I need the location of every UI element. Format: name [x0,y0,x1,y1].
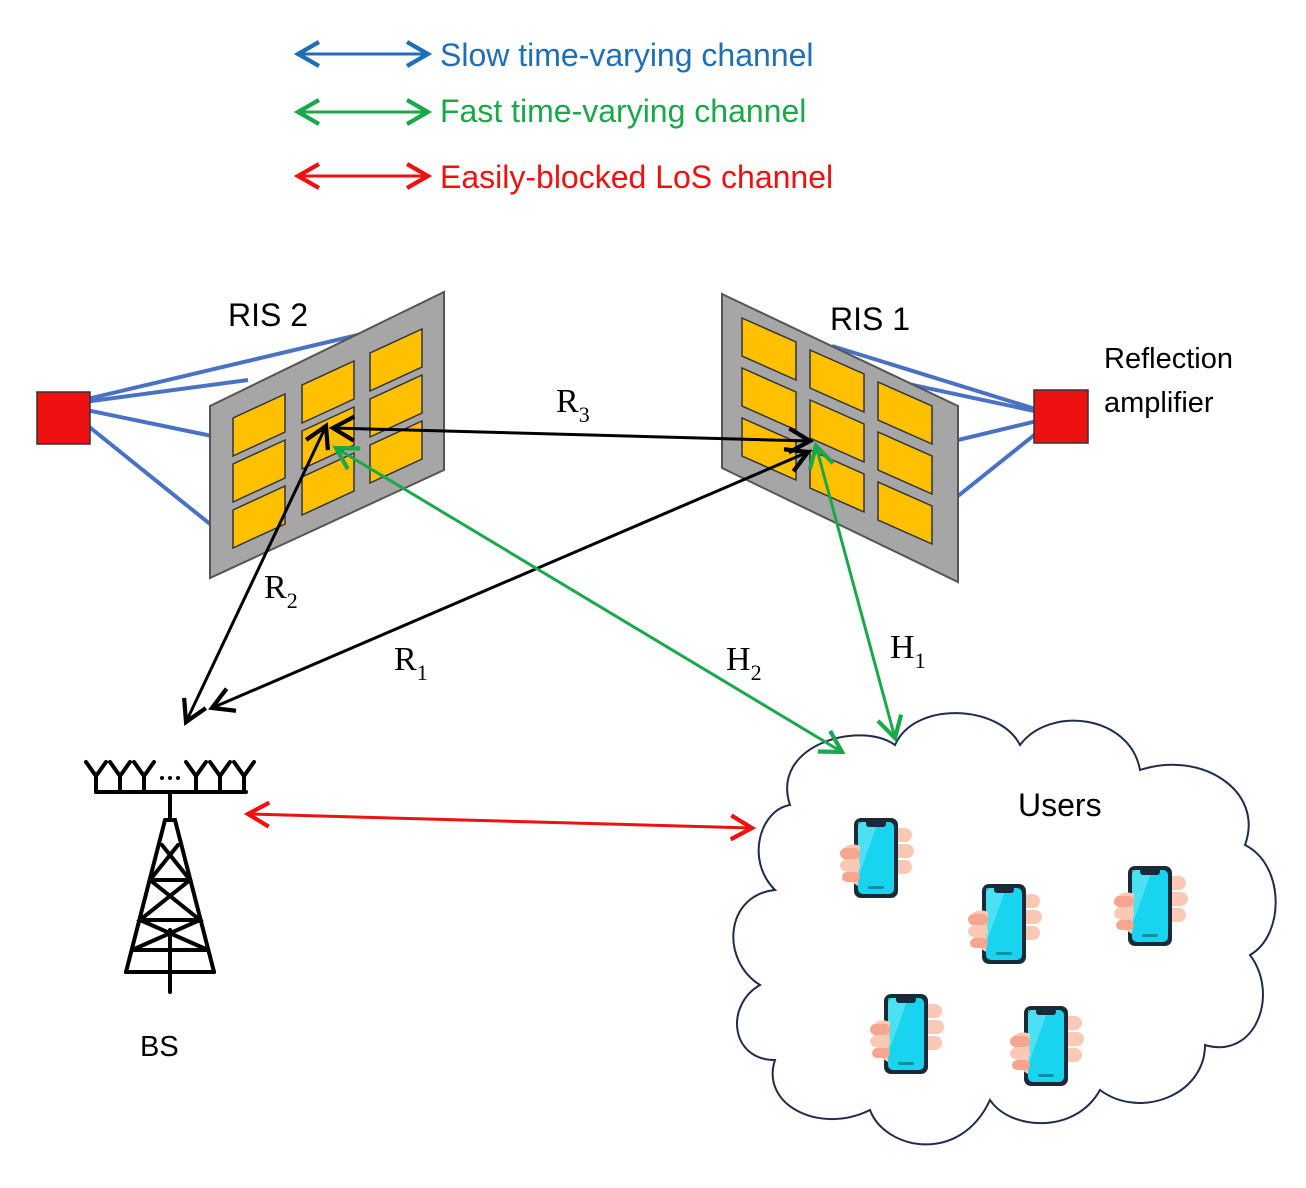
link-r3 [328,414,815,455]
ris2-label: RIS 2 [228,297,308,333]
link-h2 [332,445,846,755]
channel-label-h1: H1 [890,629,926,673]
legend-item-blocked: Easily-blocked LoS channel [293,159,833,195]
ris1-label: RIS 1 [830,301,910,337]
amplifier-left-icon [36,391,91,445]
bs-label: BS [140,1031,179,1063]
amplifier-label-line2: amplifier [1104,387,1214,419]
channel-links [182,414,904,842]
link-h1 [807,441,904,743]
link-los [243,800,757,842]
amplifier-label-line1: Reflection [1104,343,1233,375]
channel-label-r3: R3 [556,383,590,427]
users-label: Users [1018,787,1102,823]
amplifier-right-icon [1033,389,1089,444]
legend: Slow time-varying channel Fast time-vary… [293,37,833,195]
legend-label-slow: Slow time-varying channel [440,37,814,73]
antenna-array [84,760,256,794]
legend-label-blocked: Easily-blocked LoS channel [440,159,833,195]
bs-tower-icon [84,760,256,994]
legend-item-fast: Fast time-varying channel [293,93,806,129]
channel-label-r1: R1 [394,641,428,685]
legend-item-slow: Slow time-varying channel [293,37,814,73]
ris2-panel [209,290,445,580]
channel-label-h2: H2 [726,641,762,685]
legend-label-fast: Fast time-varying channel [440,93,806,129]
channel-label-r2: R2 [264,569,298,613]
